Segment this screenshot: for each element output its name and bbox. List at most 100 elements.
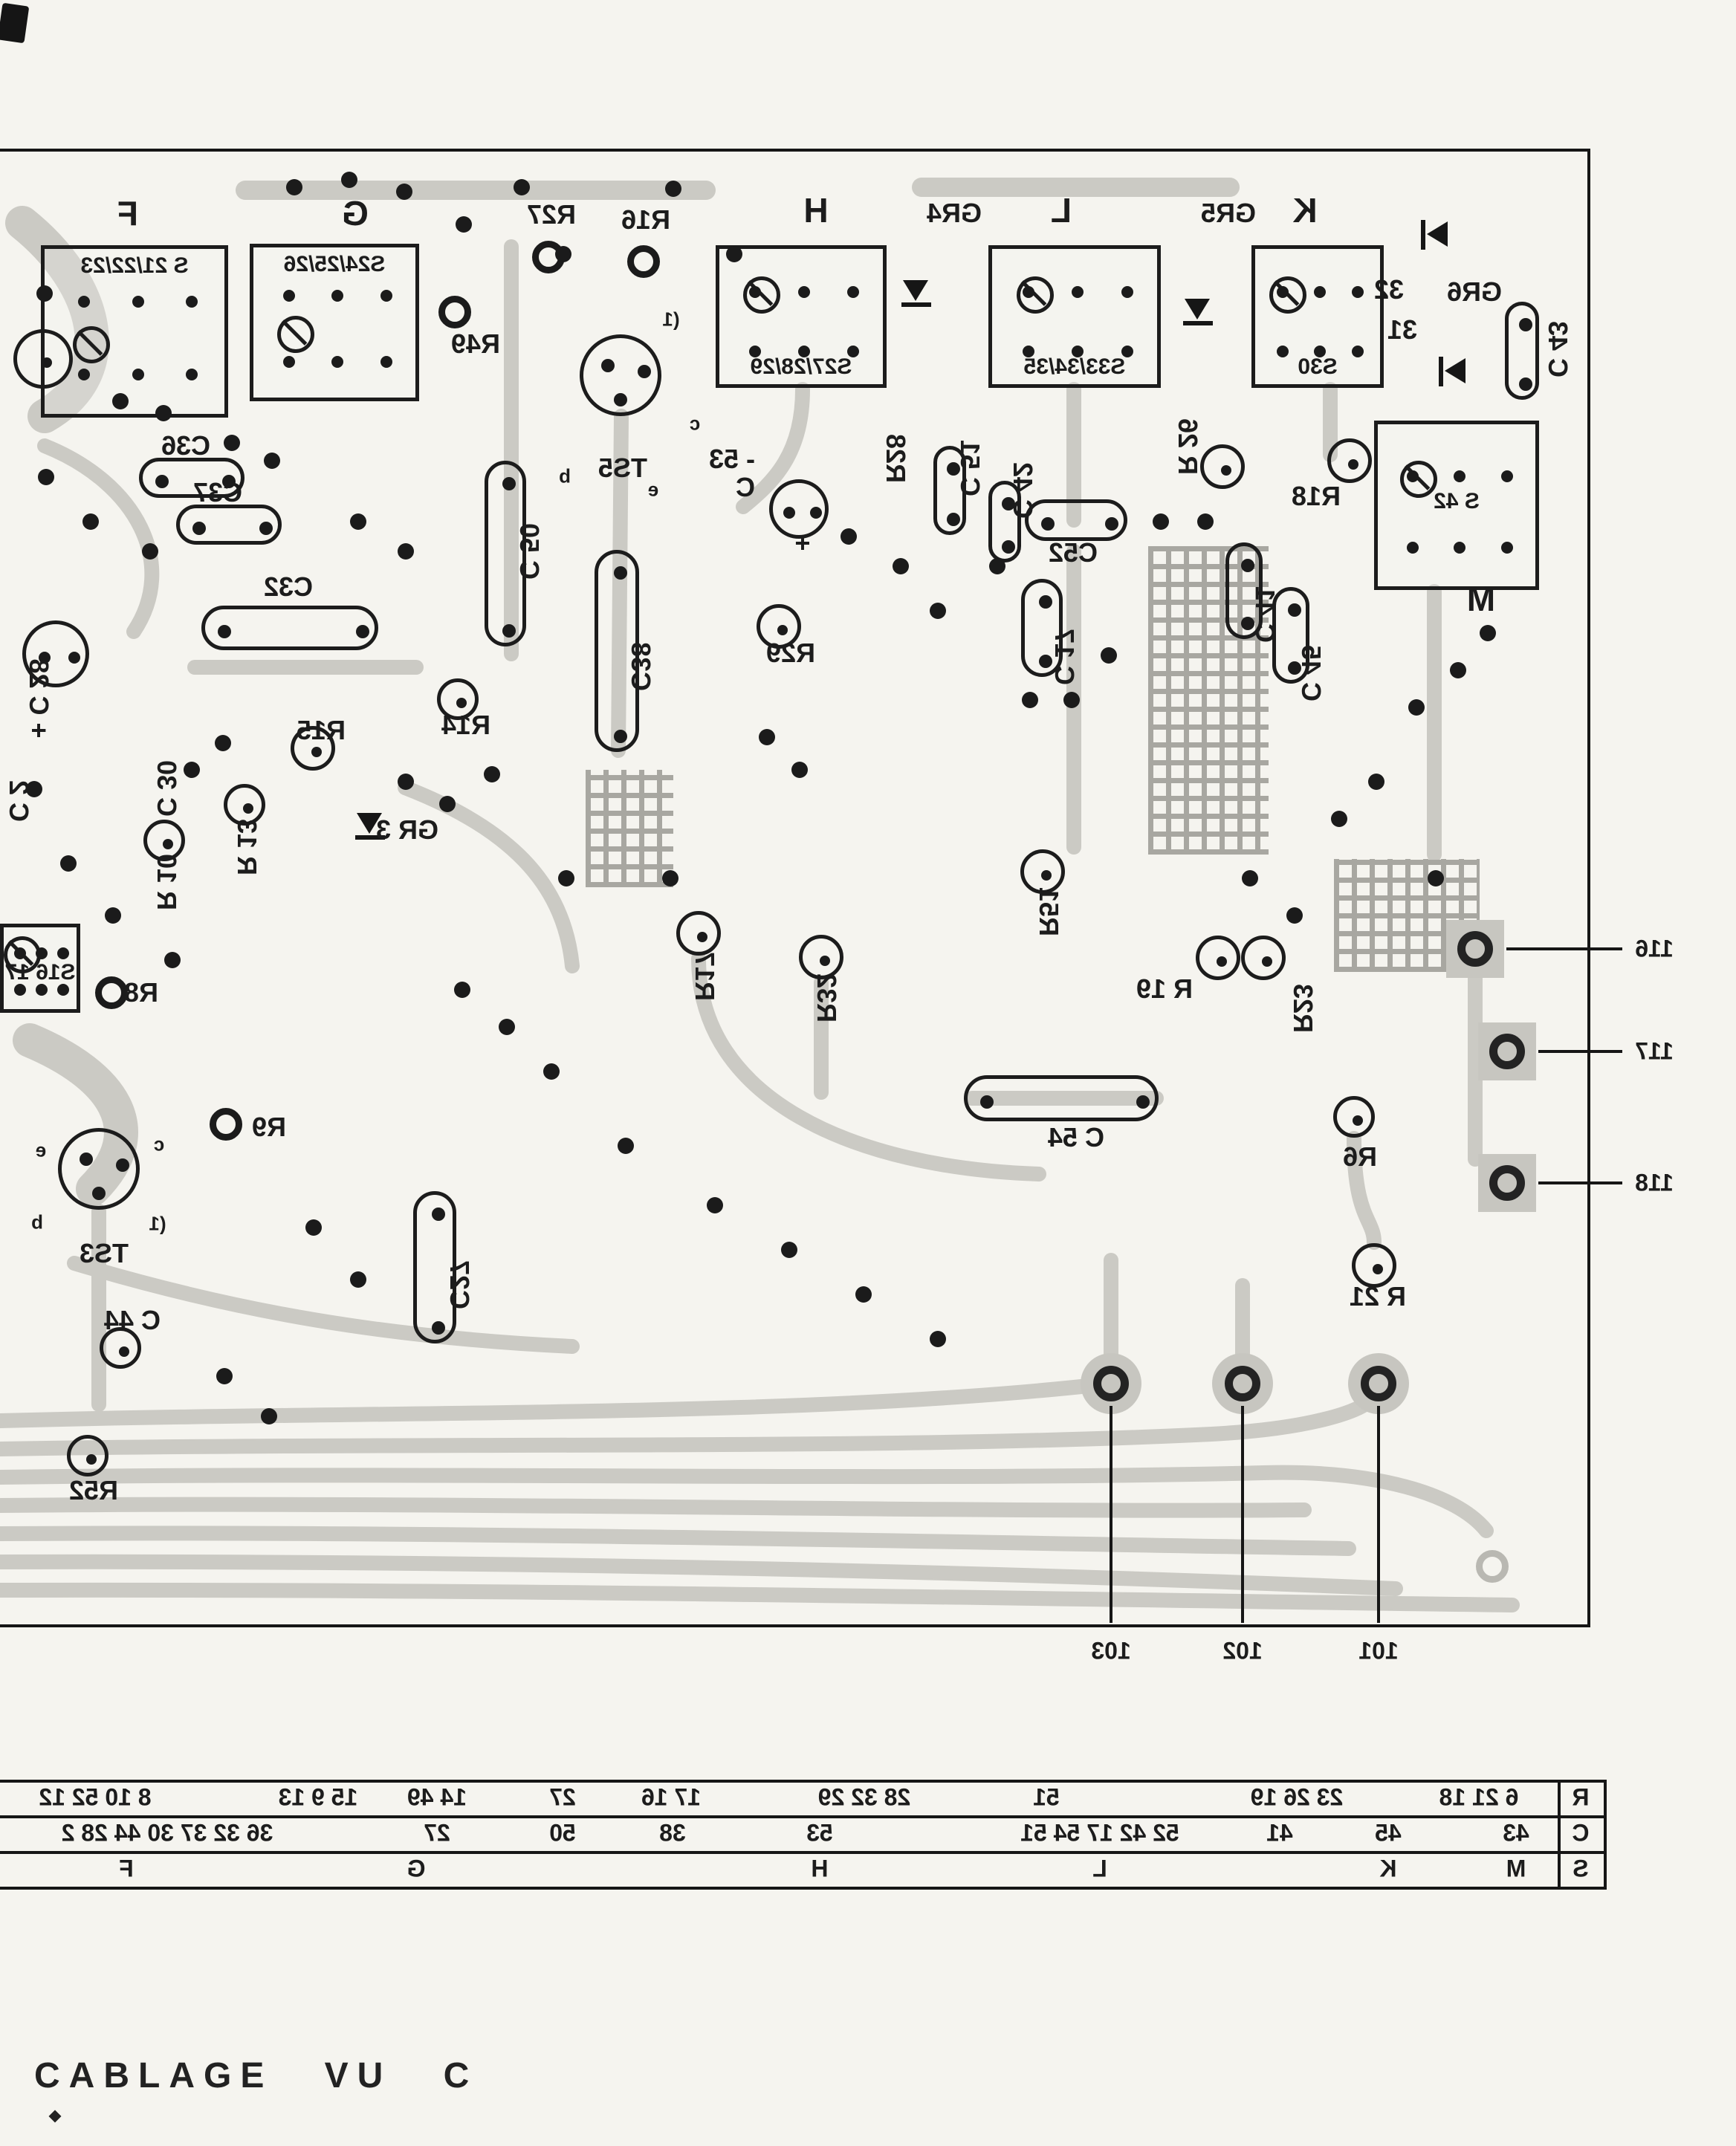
transistor-outline — [580, 334, 661, 416]
component-label: C 17 — [1049, 628, 1080, 686]
solder-pad-dot — [164, 952, 181, 968]
component-label: C38 — [626, 641, 656, 692]
solder-pad-dot — [132, 296, 144, 308]
solder-pad-dot — [350, 513, 366, 530]
table-cell: 52 42 17 54 51 — [1020, 1819, 1179, 1847]
solder-pad-dot — [749, 286, 762, 299]
solder-pad-dot — [60, 855, 77, 872]
table-rule — [0, 1780, 1607, 1783]
component-label: R49 — [450, 328, 501, 359]
component-label: R 19 — [1136, 973, 1194, 1004]
solder-pad-dot — [331, 355, 344, 368]
solder-pad-dot — [35, 983, 48, 996]
callout-label: 103 — [1091, 1637, 1131, 1664]
solder-pad-dot — [1022, 346, 1034, 358]
table-cell: 28 32 29 — [817, 1783, 911, 1811]
solder-pad-dot — [502, 624, 516, 638]
transistor-pin-dot — [92, 1187, 106, 1201]
solder-pad-dot — [1331, 811, 1347, 827]
solder-pad-dot — [1519, 318, 1532, 331]
solder-pad-dot — [707, 1197, 723, 1213]
pot-outline — [224, 784, 265, 826]
component-label: (1 — [149, 1212, 166, 1235]
component-label: GR4 — [926, 198, 982, 228]
transistor-pin-dot — [601, 358, 615, 372]
solder-pad-dot — [155, 475, 169, 488]
table-cell: K — [1379, 1855, 1397, 1882]
screw-slash-icon — [281, 320, 307, 346]
callout-pad — [1489, 1165, 1525, 1201]
solder-pad-dot — [1022, 286, 1034, 299]
switch-box-label: S33/34/35 — [1023, 354, 1126, 379]
solder-pad-dot — [1197, 513, 1214, 530]
component-label: c — [153, 1132, 165, 1155]
table-cell: 53 — [806, 1819, 833, 1847]
capacitor-outline — [964, 1075, 1159, 1121]
pot-outline — [799, 935, 843, 979]
solder-pad-dot — [614, 730, 627, 743]
switch-box-label: S27/28/29 — [750, 354, 852, 379]
solder-pad-dot — [484, 766, 500, 782]
solder-pad-dot — [456, 216, 472, 233]
transistor-pin-dot — [115, 1158, 129, 1173]
diode-triangle — [357, 813, 382, 834]
section-letter: K — [1292, 191, 1318, 230]
ring-pad — [210, 1108, 242, 1141]
section-letter: G — [342, 194, 369, 233]
solder-pad-dot — [1041, 517, 1055, 531]
table-cell: L — [1092, 1855, 1107, 1882]
solder-pad-dot — [78, 368, 91, 380]
component-label: e — [35, 1138, 47, 1161]
solder-pad-dot — [432, 1207, 445, 1221]
solder-pad-dot — [184, 762, 200, 778]
solder-pad-dot — [1241, 617, 1254, 630]
component-label: b — [559, 464, 571, 487]
transistor-pin-dot — [637, 365, 651, 379]
component-label: C32 — [263, 571, 314, 602]
solder-pad-dot — [947, 462, 960, 476]
diode-icon — [1413, 218, 1454, 251]
diode-icon — [354, 807, 386, 847]
solder-pad-dot — [1039, 655, 1052, 668]
component-label: 31 — [1387, 314, 1418, 345]
leader-line — [1538, 1050, 1622, 1053]
solder-pad-dot — [396, 184, 412, 200]
component-label: R 21 — [1349, 1281, 1407, 1312]
diode-triangle — [903, 280, 928, 301]
center-pad-dot — [311, 747, 322, 757]
solder-pad-dot — [26, 781, 42, 797]
screw-icon — [72, 325, 110, 363]
solder-pad-dot — [1406, 541, 1419, 554]
table-cell: M — [1506, 1855, 1526, 1882]
solder-pad-dot — [618, 1138, 634, 1154]
solder-pad-dot — [791, 762, 808, 778]
solder-pad-dot — [781, 1242, 797, 1258]
solder-pad-dot — [1153, 513, 1169, 530]
switch-box: S27/28/29 — [716, 245, 887, 388]
table-row-header: R — [1572, 1783, 1590, 1811]
leader-line — [1506, 947, 1622, 950]
component-label: C 54 — [1047, 1122, 1105, 1153]
section-letter: M — [1466, 580, 1496, 618]
solder-pad-dot — [1454, 541, 1466, 554]
switch-box: S33/34/35 — [988, 245, 1161, 388]
solder-pad-dot — [543, 1063, 560, 1080]
capacitor-outline — [139, 458, 244, 498]
leader-line — [1241, 1406, 1244, 1623]
table-cell: 27 — [424, 1819, 450, 1847]
capacitor-outline — [1021, 579, 1063, 677]
diode-triangle — [1427, 221, 1448, 247]
solder-pad-dot — [502, 477, 516, 490]
pot-outline — [1352, 1243, 1396, 1288]
solder-pad-dot — [261, 1408, 277, 1424]
solder-pad-dot — [1288, 661, 1301, 675]
table-rule — [0, 1815, 1607, 1818]
solder-pad-dot — [1500, 541, 1513, 554]
table-row-header: C — [1572, 1819, 1590, 1847]
solder-pad-dot — [264, 453, 280, 469]
switch-box-label: S 21/22/23 — [80, 253, 189, 278]
component-label: GR5 — [1200, 198, 1257, 228]
solder-pad-dot — [282, 289, 295, 302]
center-pad-dot — [1373, 1264, 1383, 1274]
table-cell: 50 — [549, 1819, 576, 1847]
